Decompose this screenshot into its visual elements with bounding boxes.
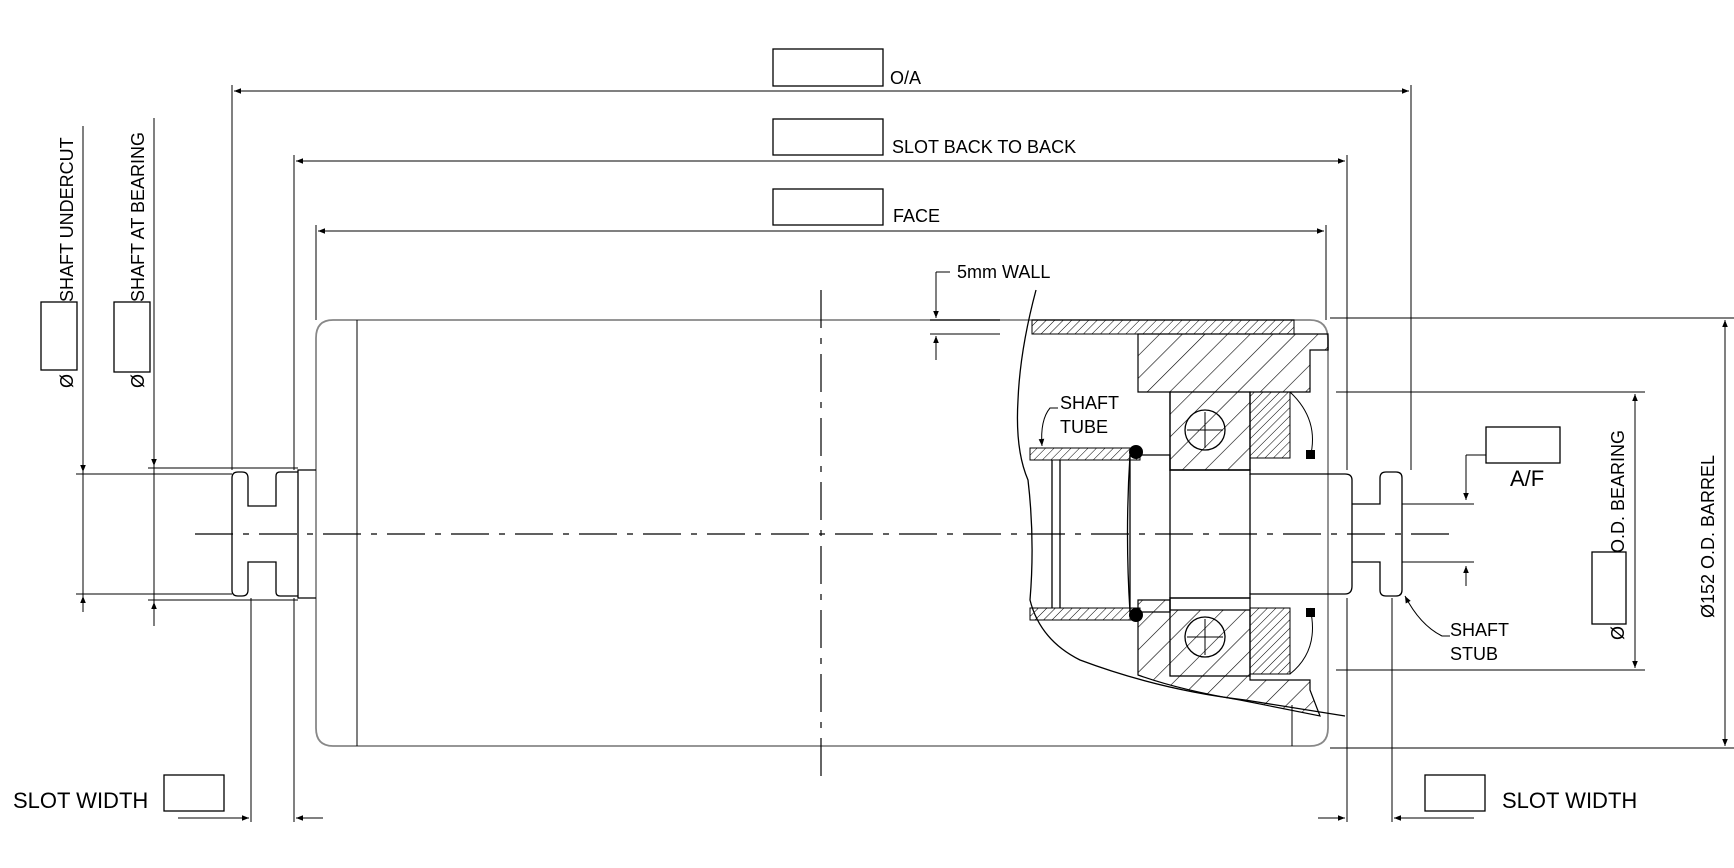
shaft-stub-label-line1: SHAFT (1450, 620, 1509, 640)
face-value-box[interactable] (772, 188, 884, 226)
dim-od-bearing: Ø O.D. BEARING (1336, 391, 1645, 671)
shaft-undercut-label: SHAFT UNDERCUT (57, 137, 77, 302)
dim-face: FACE (315, 188, 1327, 320)
shaft-undercut-value-box[interactable] (40, 301, 78, 371)
oa-value-box[interactable] (772, 48, 884, 87)
dim-overall-length: O/A (231, 48, 1412, 470)
shaft-tube-callout: SHAFT TUBE (1038, 393, 1119, 447)
shaft-stub-callout: SHAFT STUB (1404, 595, 1509, 664)
oa-label: O/A (890, 68, 921, 88)
barrel (315, 319, 1329, 747)
dim-slot-width-left: SLOT WIDTH (13, 598, 323, 822)
shaft-at-bearing-value-box[interactable] (113, 301, 151, 373)
shaft-tube-label-line2: TUBE (1060, 417, 1108, 437)
dim-od-barrel: Ø152 O.D. BARREL (1330, 317, 1734, 749)
dim-slot-back-to-back: SLOT BACK TO BACK (293, 118, 1348, 470)
shaft-stub-label-line2: STUB (1450, 644, 1498, 664)
od-barrel-label: Ø152 O.D. BARREL (1698, 455, 1718, 618)
left-shaft-stub (231, 469, 316, 599)
od-bearing-diameter-symbol: Ø (1608, 626, 1628, 640)
face-label: FACE (893, 206, 940, 226)
shaft-at-bearing-diameter-symbol: Ø (128, 374, 148, 388)
af-callout: A/F (1402, 426, 1561, 586)
af-value-box[interactable] (1485, 426, 1561, 464)
dim-shaft-undercut: Ø SHAFT UNDERCUT (40, 126, 232, 612)
shaft-at-bearing-label: SHAFT AT BEARING (128, 132, 148, 302)
slot-back-to-back-label: SLOT BACK TO BACK (892, 137, 1076, 157)
slot-width-right-label: SLOT WIDTH (1502, 788, 1637, 813)
slot-width-right-value-box[interactable] (1424, 774, 1486, 812)
shaft-undercut-diameter-symbol: Ø (57, 374, 77, 388)
od-bearing-label: O.D. BEARING (1608, 430, 1628, 553)
slot-back-to-back-value-box[interactable] (772, 118, 884, 156)
section-cutaway (1016, 289, 1403, 717)
wall-callout: 5mm WALL (930, 262, 1050, 360)
slot-width-left-label: SLOT WIDTH (13, 788, 148, 813)
dim-slot-width-right: SLOT WIDTH (1318, 598, 1637, 822)
od-bearing-value-box[interactable] (1591, 551, 1627, 625)
slot-width-left-value-box[interactable] (163, 774, 225, 812)
af-label: A/F (1510, 466, 1544, 491)
dim-shaft-at-bearing: Ø SHAFT AT BEARING (113, 118, 298, 626)
shaft-tube-label-line1: SHAFT (1060, 393, 1119, 413)
wall-label: 5mm WALL (957, 262, 1050, 282)
